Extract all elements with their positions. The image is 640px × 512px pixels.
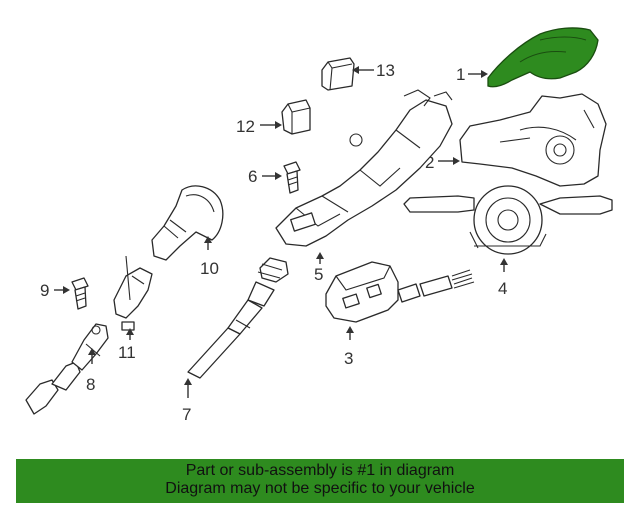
part-5-steering-column (275, 89, 453, 247)
part-10-boot (151, 185, 224, 261)
banner-line-2: Diagram may not be specific to your vehi… (165, 480, 475, 497)
callout-9: 9 (40, 281, 70, 300)
callout-4: 4 (498, 258, 508, 298)
svg-text:1: 1 (456, 65, 465, 84)
svg-text:9: 9 (40, 281, 49, 300)
part-2-lower-column-cover (459, 93, 607, 187)
callout-5: 5 (314, 252, 324, 284)
callout-13: 13 (352, 61, 395, 80)
callout-2: 2 (425, 153, 460, 172)
part-1-upper-column-cover[interactable] (487, 27, 599, 88)
svg-text:10: 10 (200, 259, 219, 278)
callout-10: 10 (200, 236, 219, 278)
callout-8: 8 (86, 348, 96, 394)
banner-line-1: Part or sub-assembly is #1 in diagram (185, 462, 455, 479)
parts-diagram: 1 2 13 12 (25, 27, 613, 424)
part-7-steering-shaft (187, 257, 289, 379)
callout-11: 11 (118, 328, 136, 362)
svg-text:12: 12 (236, 117, 255, 136)
svg-text:3: 3 (344, 349, 353, 368)
part-12-module (281, 99, 311, 135)
svg-text:2: 2 (425, 153, 434, 172)
callout-7: 7 (182, 378, 192, 424)
svg-text:8: 8 (86, 375, 95, 394)
part-6-bolt (283, 161, 301, 194)
svg-text:11: 11 (118, 343, 136, 362)
svg-text:13: 13 (376, 61, 395, 80)
callout-6: 6 (248, 167, 282, 186)
part-11-bracket (113, 255, 153, 331)
svg-text:4: 4 (498, 279, 507, 298)
callout-3: 3 (344, 326, 354, 368)
svg-text:7: 7 (182, 405, 191, 424)
part-3-switch-assembly (325, 261, 475, 323)
callout-1: 1 (456, 65, 488, 84)
svg-text:6: 6 (248, 167, 257, 186)
info-banner: Part or sub-assembly is #1 in diagram Di… (16, 459, 624, 503)
part-8-intermediate-shaft (25, 323, 109, 415)
part-9-bolt (71, 277, 89, 310)
part-4-combination-switch (403, 185, 613, 255)
svg-text:5: 5 (314, 265, 323, 284)
callout-12: 12 (236, 117, 282, 136)
part-13-module (321, 57, 355, 91)
